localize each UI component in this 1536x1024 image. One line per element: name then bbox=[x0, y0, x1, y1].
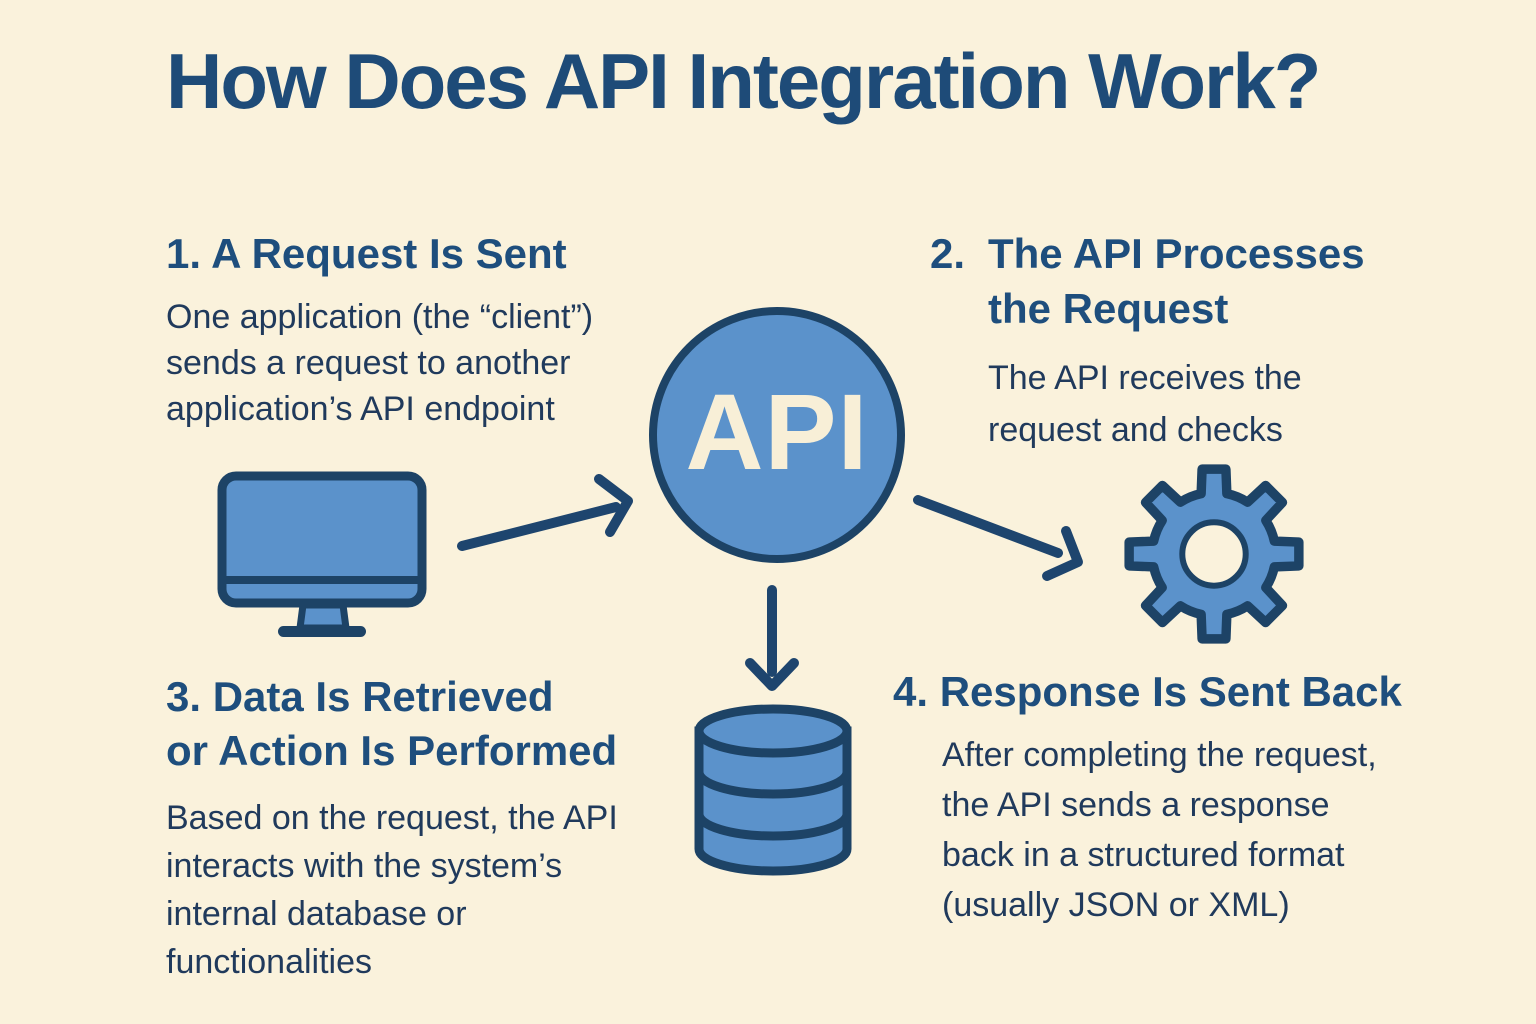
database-icon bbox=[694, 704, 852, 876]
step-3-heading: 3. Data Is Retrieved or Action Is Perfor… bbox=[166, 670, 618, 778]
step-1-body-line: One application (the “client”) bbox=[166, 298, 594, 336]
api-circle-label: API bbox=[685, 370, 869, 492]
step-1: 1. A Request Is Sent One application (th… bbox=[166, 228, 593, 432]
monitor-icon bbox=[217, 471, 427, 637]
step-1-body-line: application’s API endpoint bbox=[166, 390, 555, 428]
step-4-body-line: the API sends a response bbox=[942, 786, 1330, 824]
step-2: 2. The API Processes the Request The API… bbox=[930, 226, 1365, 456]
step-3-body: Based on the request, the API interacts … bbox=[166, 794, 618, 986]
step-3-body-line: Based on the request, the API bbox=[166, 799, 618, 837]
step-1-body-line: sends a request to another bbox=[166, 344, 571, 382]
step-2-body-line: The API receives the bbox=[988, 359, 1302, 397]
step-2-body: The API receives the request and checks bbox=[988, 352, 1365, 456]
arrow-api-to-database bbox=[745, 585, 799, 691]
step-1-body: One application (the “client”) sends a r… bbox=[166, 294, 593, 432]
step-2-number: 2. bbox=[930, 230, 966, 277]
step-2-heading-line: the Request bbox=[988, 285, 1229, 332]
step-2-heading-line: The API Processes bbox=[988, 230, 1365, 277]
step-3-heading-line: 3. Data Is Retrieved bbox=[166, 673, 554, 720]
step-4: 4. Response Is Sent Back After completin… bbox=[893, 666, 1402, 930]
step-3-body-line: functionalities bbox=[166, 943, 373, 981]
step-3: 3. Data Is Retrieved or Action Is Perfor… bbox=[166, 670, 618, 986]
arrow-api-to-gear bbox=[913, 495, 1083, 581]
step-2-heading: The API Processes the Request bbox=[988, 226, 1365, 336]
page-title: How Does API Integration Work? bbox=[166, 37, 1321, 125]
step-4-body-line: back in a structured format bbox=[942, 836, 1345, 874]
gear-icon bbox=[1124, 464, 1304, 644]
step-2-body-line: request and checks bbox=[988, 411, 1283, 449]
api-circle: API bbox=[649, 307, 905, 563]
step-4-body-line: (usually JSON or XML) bbox=[942, 886, 1290, 924]
step-3-body-line: internal database or bbox=[166, 895, 467, 933]
arrow-monitor-to-api bbox=[457, 474, 633, 551]
step-4-body: After completing the request, the API se… bbox=[942, 730, 1402, 930]
step-4-heading: 4. Response Is Sent Back bbox=[893, 668, 1402, 715]
step-1-heading: 1. A Request Is Sent bbox=[166, 230, 567, 277]
step-4-body-line: After completing the request, bbox=[942, 736, 1377, 774]
step-3-heading-line: or Action Is Performed bbox=[166, 727, 618, 774]
step-3-body-line: interacts with the system’s bbox=[166, 847, 563, 885]
